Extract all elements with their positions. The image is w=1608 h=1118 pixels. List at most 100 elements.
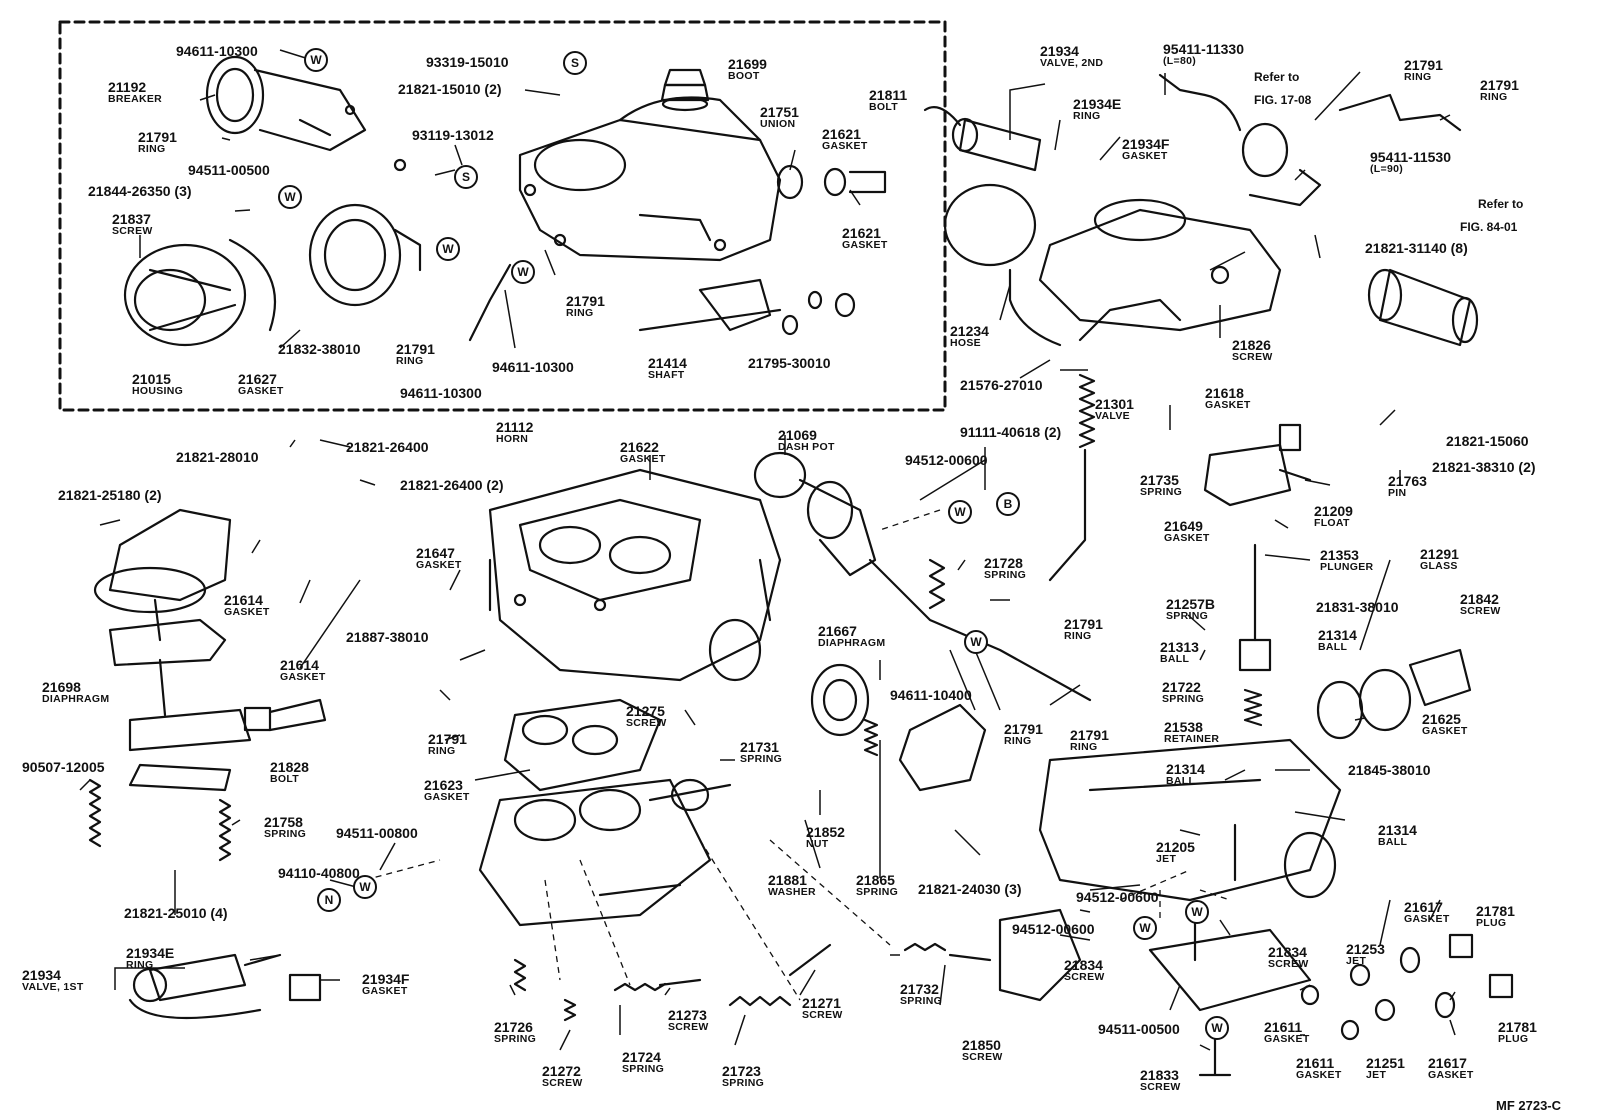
part-label: 21887-38010 xyxy=(346,629,429,645)
spring-21758 xyxy=(218,798,232,862)
part-label: 94511-00800 xyxy=(336,825,418,841)
part-label: 21844-26350 (3) xyxy=(88,183,192,199)
part-label: 91111-40618 (2) xyxy=(960,424,1062,440)
marker-letter: W xyxy=(310,53,322,67)
screw-21271 xyxy=(788,943,832,977)
marker-letter: S xyxy=(462,170,470,184)
diaphragm-cover xyxy=(308,203,422,307)
spring-21728 xyxy=(928,558,946,610)
cover-21842 xyxy=(1408,648,1472,707)
marker-letter: W xyxy=(359,880,371,894)
float-part xyxy=(1203,443,1312,507)
glass-part xyxy=(1358,668,1412,732)
marker-letter: N xyxy=(325,893,334,907)
diaphragm-assembly xyxy=(93,508,252,752)
figure-code: MF 2723-C xyxy=(1496,1098,1562,1113)
part-label: 21576-27010 xyxy=(960,377,1043,393)
part-label: 94611-10400 xyxy=(890,687,972,703)
marker-letter: W xyxy=(1139,921,1151,935)
leader-lines xyxy=(79,49,1456,1051)
subassembly-box xyxy=(58,20,947,412)
part-label: 94611-10300 xyxy=(492,359,574,375)
marker-letter: W xyxy=(970,635,982,649)
hose-small xyxy=(468,263,512,342)
part-label: 95411-11330(L=80) xyxy=(1163,41,1244,67)
part-label: 21832-38010 xyxy=(278,341,361,357)
part-label: 94512-00600 xyxy=(1076,889,1159,905)
gasket-21611b xyxy=(1340,1019,1360,1041)
reference-note: Refer to xyxy=(1254,70,1300,84)
hose-95411-11330 xyxy=(1158,73,1242,132)
marker-letter: W xyxy=(1211,1021,1223,1035)
part-label: 94611-10300 xyxy=(400,385,482,401)
part-label: 21821-31140 (8) xyxy=(1365,240,1468,256)
housing-part xyxy=(123,238,277,347)
breaker-part xyxy=(205,55,407,172)
reference-note: FIG. 17-08 xyxy=(1254,93,1312,107)
part-label: 21845-38010 xyxy=(1348,762,1431,778)
marker-letter: S xyxy=(571,56,579,70)
part-label: 21821-25180 (2) xyxy=(58,487,162,503)
part-label: 21821-15010 (2) xyxy=(398,81,502,97)
float-bowl xyxy=(1038,738,1342,902)
part-label: 21821-24030 (3) xyxy=(918,881,1022,897)
link-rod xyxy=(868,558,1092,702)
marker-letter: W xyxy=(517,265,529,279)
air-horn-right xyxy=(943,183,1282,342)
rod-21735 xyxy=(1048,448,1087,582)
part-label: 93319-15010 xyxy=(426,54,509,70)
screw-21273 xyxy=(658,978,702,987)
part-label: 21821-38310 (2) xyxy=(1432,459,1536,475)
jet-21251 xyxy=(1374,998,1396,1022)
carburetor-body xyxy=(488,468,782,682)
screw-21850 xyxy=(948,953,992,962)
valve-21301 xyxy=(1278,423,1302,452)
valve-2nd xyxy=(923,106,1042,172)
marker-letter: W xyxy=(284,190,296,204)
reference-note: Refer to xyxy=(1478,197,1524,211)
